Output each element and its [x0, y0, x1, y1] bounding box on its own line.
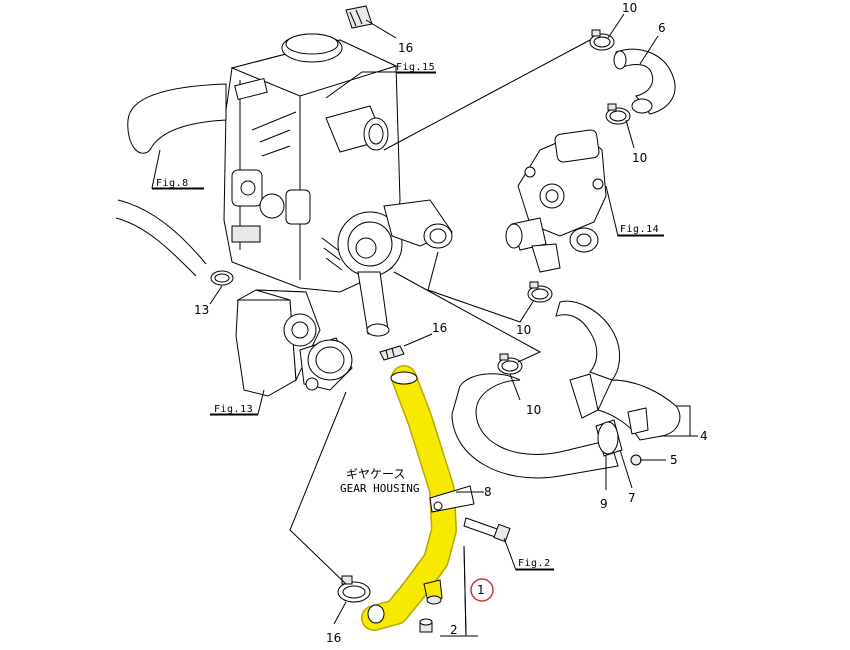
callout-16-mid[interactable]: 16 [432, 321, 447, 335]
callout-2[interactable]: 2 [450, 623, 458, 637]
callout-9[interactable]: 9 [600, 497, 608, 511]
gear-housing-label-en: GEAR HOUSING [340, 482, 419, 495]
callout-1[interactable]: 1 [477, 583, 485, 597]
clamp-10-lower [497, 353, 523, 375]
radiator-hose-fig8 [127, 83, 227, 154]
plug-16-mid [379, 345, 405, 361]
gear-housing-label-jp: ギヤケース [346, 467, 405, 481]
clamp-13 [210, 270, 234, 286]
clamp-16-bottom [337, 575, 371, 603]
drain-plug-2 [419, 618, 433, 633]
fig15-ref[interactable]: Fig.15 [396, 62, 435, 73]
callout-10-top[interactable]: 10 [622, 1, 637, 15]
callout-10-upper-mid[interactable]: 10 [632, 151, 647, 165]
fig14-ref[interactable]: Fig.14 [620, 224, 659, 235]
highlighted-pipe-1 [361, 365, 475, 631]
leader-lines [151, 13, 698, 637]
hose-6 [613, 48, 676, 115]
bolt-fig2 [463, 517, 511, 543]
callout-7[interactable]: 7 [628, 491, 636, 505]
fig8-ref[interactable]: Fig.8 [156, 178, 189, 189]
lower-left-hose [115, 199, 207, 277]
pump-assembly [299, 337, 353, 391]
hose-assembly-4 [451, 300, 681, 479]
callout-8[interactable]: 8 [484, 485, 492, 499]
selected-part-marker [470, 578, 494, 602]
callout-6[interactable]: 6 [658, 21, 666, 35]
thermostat-housing-fig14 [505, 129, 607, 273]
clamp-10-upper-mid [605, 103, 631, 125]
clamp-10-top [589, 29, 615, 51]
callout-16-bottom[interactable]: 16 [326, 631, 341, 645]
fig13-ref[interactable]: Fig.13 [214, 404, 253, 415]
engine-assembly [223, 5, 453, 337]
fig2-ref[interactable]: Fig.2 [518, 558, 551, 569]
callout-10-lower-mid[interactable]: 10 [516, 323, 531, 337]
clamp-10-lower-mid [527, 281, 553, 303]
callout-13[interactable]: 13 [194, 303, 209, 317]
callout-16-top[interactable]: 16 [398, 41, 413, 55]
callout-10-lower[interactable]: 10 [526, 403, 541, 417]
callout-5[interactable]: 5 [670, 453, 678, 467]
callout-4[interactable]: 4 [700, 429, 708, 443]
